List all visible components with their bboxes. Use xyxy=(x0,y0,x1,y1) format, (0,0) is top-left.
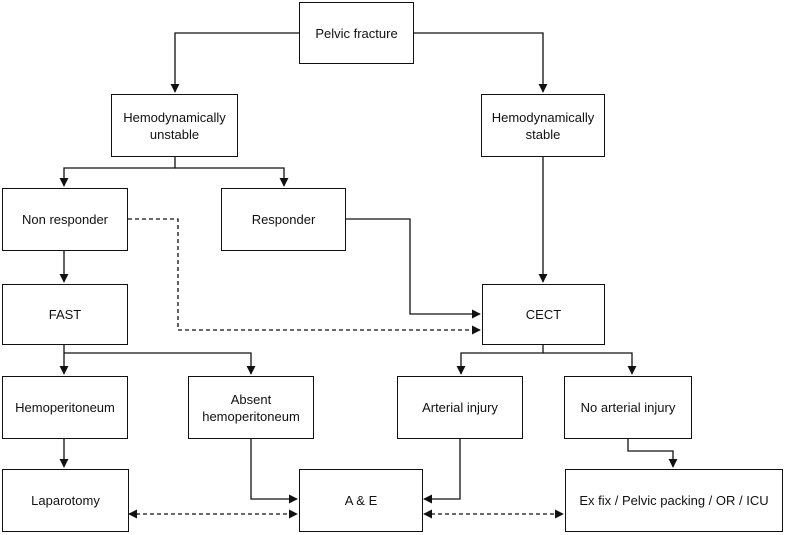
node-fast: FAST xyxy=(2,284,128,345)
node-no-arterial-injury: No arterial injury xyxy=(564,376,692,439)
edge-fast-to-absent xyxy=(64,352,256,375)
node-arterial-injury: Arterial injury xyxy=(397,376,523,439)
edge-cect-to-noarterial xyxy=(543,352,637,375)
node-hemodynamically-unstable: Hemodynamically unstable xyxy=(111,94,238,157)
edge-absent-to-ae xyxy=(250,439,298,504)
edge-arterial-to-ae xyxy=(423,439,461,504)
edge-dashed-nonresponder-to-cect xyxy=(128,218,481,335)
edge-cect-split xyxy=(456,345,544,375)
edge-pelvic-to-stable xyxy=(414,32,548,93)
edge-unstable-to-responder xyxy=(175,167,289,187)
node-non-responder: Non responder xyxy=(2,188,128,251)
node-absent-hemoperitoneum: Absent hemoperitoneum xyxy=(188,376,314,439)
edge-responder-to-cect xyxy=(346,218,481,319)
node-responder: Responder xyxy=(221,188,346,251)
node-cect: CECT xyxy=(482,284,605,345)
edge-unstable-split xyxy=(59,157,176,187)
node-hemoperitoneum: Hemoperitoneum xyxy=(2,376,128,439)
edge-pelvic-to-unstable xyxy=(170,32,299,93)
node-hemodynamically-stable: Hemodynamically stable xyxy=(481,94,605,157)
node-laparotomy: Laparotomy xyxy=(2,469,129,532)
node-a-and-e: A & E xyxy=(299,469,423,532)
node-pelvic-fracture: Pelvic fracture xyxy=(299,2,414,64)
edge-noarterial-to-exfix xyxy=(627,439,678,468)
node-ex-fix-pelvic-packing-or-icu: Ex fix / Pelvic packing / OR / ICU xyxy=(565,469,783,532)
